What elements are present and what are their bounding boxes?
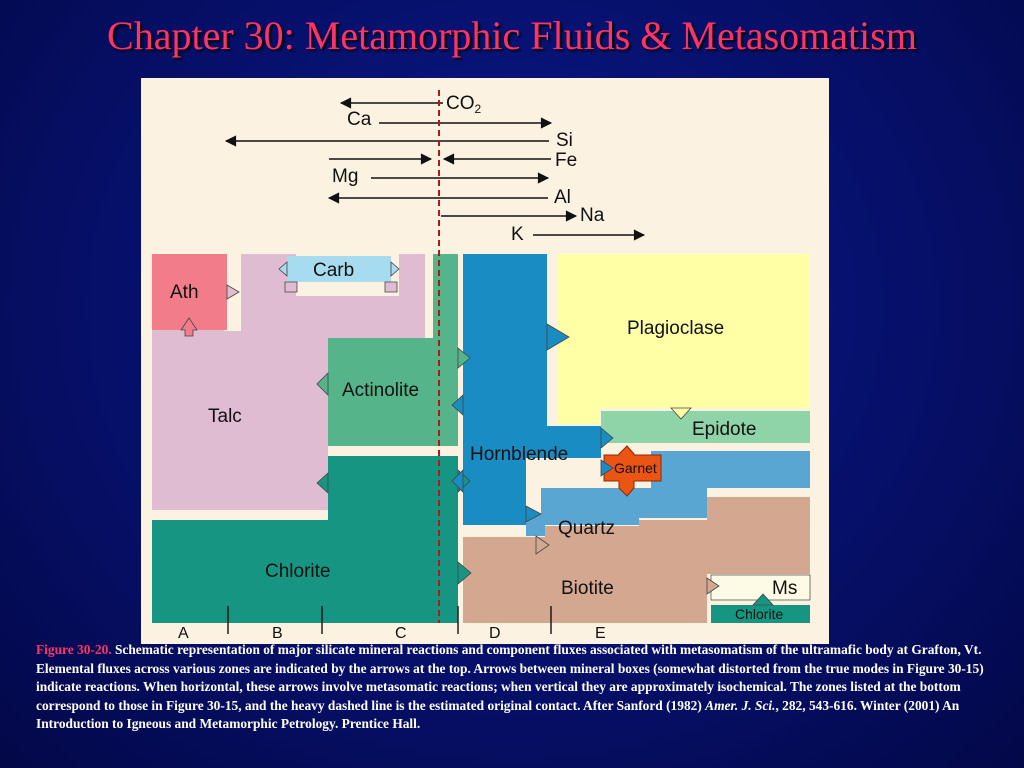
reaction-arrow-hornblende-actinolite xyxy=(457,347,471,369)
reaction-arrow-actinolite-hornblende xyxy=(451,394,464,416)
talc-label: Talc xyxy=(208,406,242,427)
actinolite-label: Actinolite xyxy=(342,380,419,401)
flux-na-label: Na xyxy=(580,205,605,226)
carb-box xyxy=(287,256,391,282)
reaction-arrow-hornblende-quartz xyxy=(525,505,542,523)
ath-label: Ath xyxy=(170,282,199,303)
flux-al-label: Al xyxy=(554,187,571,208)
slide-title: Chapter 30: Metamorphic Fluids & Metasom… xyxy=(107,13,917,58)
reaction-arrow-talc-to-ath-2 xyxy=(226,284,240,300)
quartz-label: Quartz xyxy=(558,518,615,539)
biotite-label: Biotite xyxy=(561,578,614,599)
flux-ca-label: Ca xyxy=(347,109,372,130)
figure-diagram: CO2 Ca Si Fe Mg Al Na K xyxy=(141,78,829,644)
ms-box xyxy=(710,574,811,601)
reaction-arrow-plagioclase-epidote xyxy=(670,407,692,420)
chlorite-small-box xyxy=(711,605,810,623)
garnet-label: Garnet xyxy=(614,460,657,476)
chlorite-small-label: Chlorite xyxy=(735,606,783,622)
flux-labels: CO2 Ca Si Fe Mg Al Na K xyxy=(332,93,605,245)
zone-labels: A B C D E xyxy=(178,625,606,642)
zone-label-e: E xyxy=(595,625,606,642)
hornblende-box xyxy=(463,254,601,525)
reaction-arrow-carb-right xyxy=(390,261,400,277)
epidote-box xyxy=(601,411,810,443)
plagioclase-label: Plagioclase xyxy=(627,318,724,339)
reaction-arrow-biotite-ms xyxy=(706,577,720,595)
flux-fe-label: Fe xyxy=(555,150,577,171)
figure-caption: Figure 30-20. Schematic representation o… xyxy=(36,641,1021,734)
actinolite-strip xyxy=(433,254,458,339)
flux-si-label: Si xyxy=(556,130,573,151)
reaction-arrow-chlorite-biotite xyxy=(457,561,472,585)
actinolite-box xyxy=(328,338,458,446)
reaction-arrow-carb-down-right xyxy=(384,281,398,293)
plagioclase-box xyxy=(558,254,810,424)
reaction-arrow-biotite-quartz xyxy=(535,535,550,555)
reaction-arrow-chlorite-ms xyxy=(752,593,774,606)
flux-mg-label: Mg xyxy=(332,166,358,187)
quartz-box xyxy=(526,451,810,536)
caption-journal: Amer. J. Sci. xyxy=(705,697,776,713)
reaction-arrow-chlorite-talc xyxy=(316,472,329,494)
carb-label: Carb xyxy=(313,260,354,281)
reaction-arrow-actinolite-talc xyxy=(316,372,329,396)
reaction-arrow-hornblende-plagioclase xyxy=(546,323,570,351)
mineral-boxes xyxy=(152,254,811,623)
caption-figure-number: Figure 30-20. xyxy=(36,642,112,657)
chlorite-label: Chlorite xyxy=(265,561,330,582)
epidote-label: Epidote xyxy=(692,419,756,440)
reaction-arrow-hornblende-garnet xyxy=(600,459,614,477)
flux-arrows xyxy=(224,97,646,241)
flux-k-label: K xyxy=(511,224,524,245)
reaction-arrows xyxy=(180,261,774,606)
zone-label-a: A xyxy=(178,625,189,642)
biotite-box xyxy=(463,497,810,623)
ath-box xyxy=(152,254,227,330)
zone-ticks xyxy=(227,606,552,634)
flux-co2-label: CO2 xyxy=(446,93,482,116)
reaction-arrow-hornblende-chlorite xyxy=(451,469,464,493)
zone-label-c: C xyxy=(395,625,407,642)
caption-body: Schematic representation of major silica… xyxy=(36,642,984,713)
zone-label-b: B xyxy=(272,625,283,642)
mineral-labels: Ath Carb Talc Actinolite Chlorite Hornbl… xyxy=(170,260,797,622)
caption-tail: , 282, 543-616. Winter (2001) An Introdu… xyxy=(36,697,960,732)
ms-label: Ms xyxy=(772,578,797,599)
metasomatism-diagram: CO2 Ca Si Fe Mg Al Na K xyxy=(152,90,811,642)
reaction-arrow-carb-down-left xyxy=(284,281,298,293)
reaction-arrow-hornblende-epidote xyxy=(600,427,614,449)
hornblende-label: Hornblende xyxy=(470,444,568,465)
zone-label-d: D xyxy=(489,625,501,642)
reaction-arrow-talc-to-ath xyxy=(180,317,198,337)
reaction-arrow-carb-left xyxy=(278,261,288,277)
chlorite-box xyxy=(152,456,458,623)
